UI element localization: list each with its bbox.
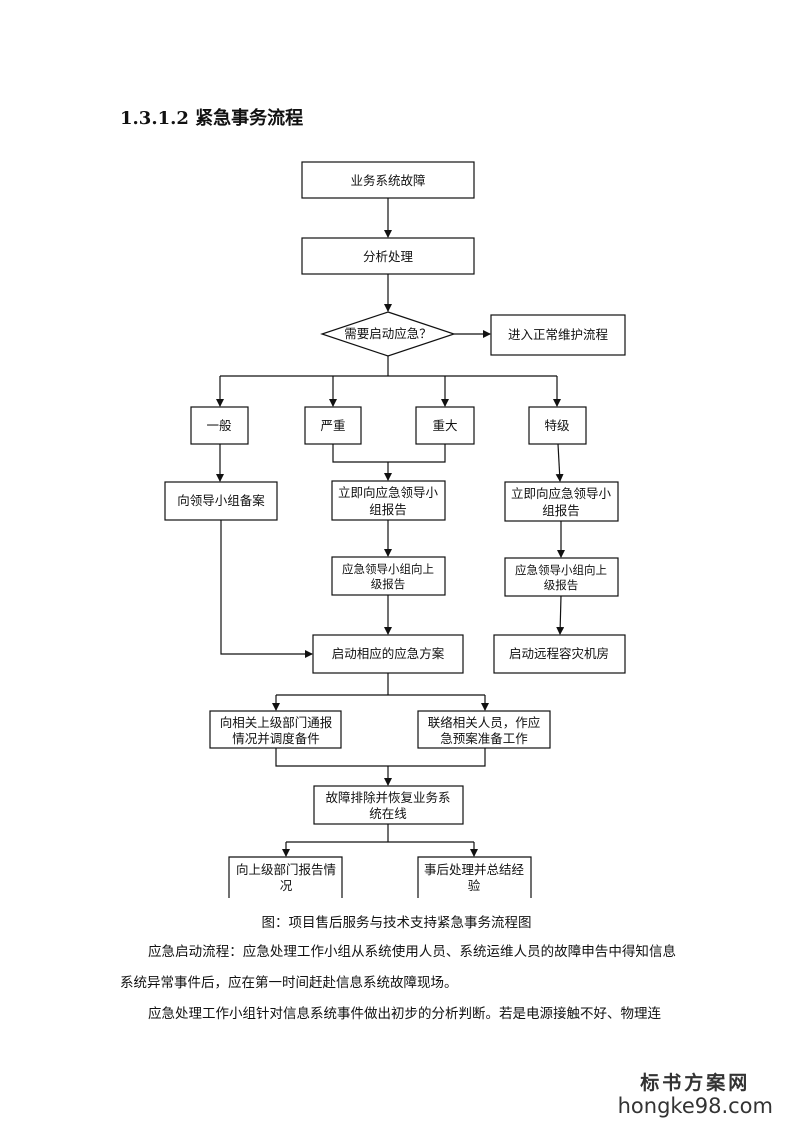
label-analyze: 分析处理 xyxy=(363,249,414,264)
box-report-up-right xyxy=(504,557,619,597)
label-notify-2: 情况并调度备件 xyxy=(232,731,320,746)
label-level-serious: 严重 xyxy=(320,418,345,433)
label-general-record: 向领导小组备案 xyxy=(177,493,265,508)
label-report-up-mid-2: 级报告 xyxy=(371,577,406,591)
label-report-final-1: 向上级部门报告情 xyxy=(236,862,336,877)
label-decision: 需要启动应急？ xyxy=(344,326,432,341)
figure-caption: 图：项目售后服务与技术支持紧急事务流程图 xyxy=(261,915,532,931)
label-summary-2: 验 xyxy=(468,878,481,893)
label-normal: 进入正常维护流程 xyxy=(508,327,609,342)
watermark-cn: 标书方案网 xyxy=(640,1072,751,1094)
label-start: 业务系统故障 xyxy=(350,173,425,188)
box-start-plan xyxy=(312,634,464,674)
label-start-plan: 启动相应的应急方案 xyxy=(332,646,445,661)
box-recover xyxy=(313,785,464,825)
label-level-major: 重大 xyxy=(432,418,457,433)
paragraph-1: 应急启动流程：应急处理工作小组从系统使用人员、系统运维人员的故障申告中得知信息系… xyxy=(120,944,676,991)
label-report-final-2: 况 xyxy=(280,878,293,893)
label-summary-1: 事后处理并总结经 xyxy=(424,862,525,877)
box-contact xyxy=(417,710,551,749)
box-summary xyxy=(417,856,532,898)
label-level-special: 特级 xyxy=(544,418,570,433)
label-report-immediate-right-2: 组报告 xyxy=(542,503,580,518)
label-report-up-right-1: 应急领导小组向上 xyxy=(515,563,607,577)
label-recover-1: 故障排除并恢复业务系 xyxy=(325,790,450,805)
box-level-serious xyxy=(304,406,362,445)
box-remote-dr xyxy=(493,634,626,674)
label-notify-1: 向相关上级部门通报 xyxy=(220,715,333,730)
label-report-immediate-mid-2: 组报告 xyxy=(369,502,407,517)
label-report-up-mid-1: 应急领导小组向上 xyxy=(342,562,434,576)
watermark-logo: 标书方案网 hongke98.com xyxy=(618,1068,773,1117)
label-report-up-right-2: 级报告 xyxy=(544,578,579,592)
label-level-general: 一般 xyxy=(206,418,232,433)
box-start xyxy=(301,161,475,199)
section-heading: 1.3.1.2 紧急事务流程 xyxy=(120,108,304,129)
box-level-special xyxy=(528,406,587,445)
label-remote-dr: 启动远程容灾机房 xyxy=(509,646,609,661)
label-report-immediate-mid-1: 立即向应急领导小 xyxy=(338,485,439,500)
box-report-final xyxy=(228,856,343,898)
box-report-up-mid xyxy=(331,556,446,596)
watermark-en: hongke98.com xyxy=(617,1094,773,1118)
connectors xyxy=(216,198,565,857)
box-notify xyxy=(209,710,342,749)
label-contact-1: 联络相关人员，作应 xyxy=(428,715,541,730)
label-contact-2: 急预案准备工作 xyxy=(440,731,528,746)
box-report-immediate-mid xyxy=(331,480,446,521)
box-report-immediate-right xyxy=(504,481,619,522)
box-normal xyxy=(490,314,626,356)
paragraph-2: 应急处理工作小组针对信息系统事件做出初步的分析判断。若是电源接触不好、物理连 xyxy=(148,1006,661,1022)
label-recover-2: 统在线 xyxy=(369,806,407,821)
label-report-immediate-right-1: 立即向应急领导小 xyxy=(511,486,612,501)
